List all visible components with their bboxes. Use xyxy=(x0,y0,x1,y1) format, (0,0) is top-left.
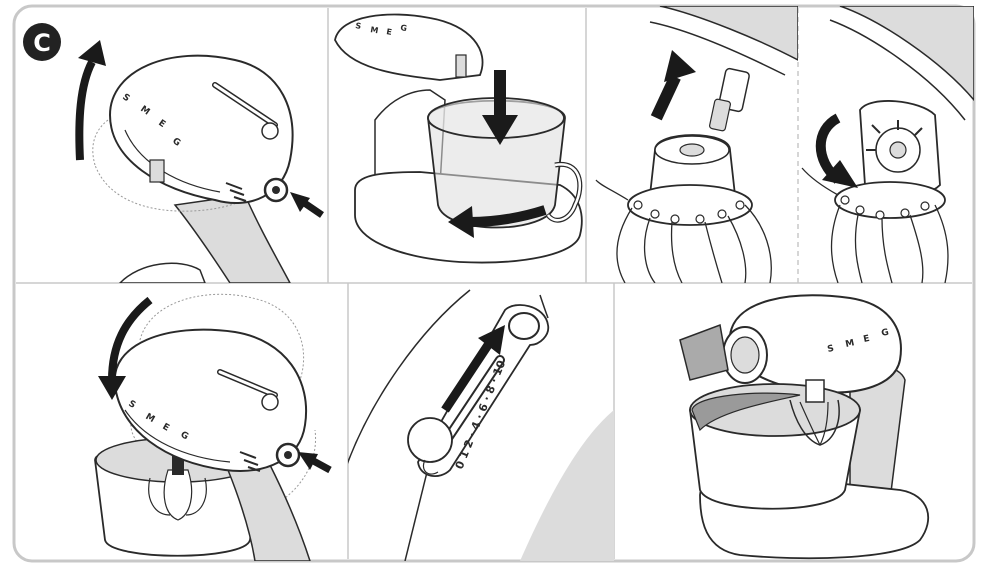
section-badge-label: C xyxy=(33,29,51,57)
brand-letter: M xyxy=(370,25,379,35)
section-badge: C xyxy=(23,23,61,61)
